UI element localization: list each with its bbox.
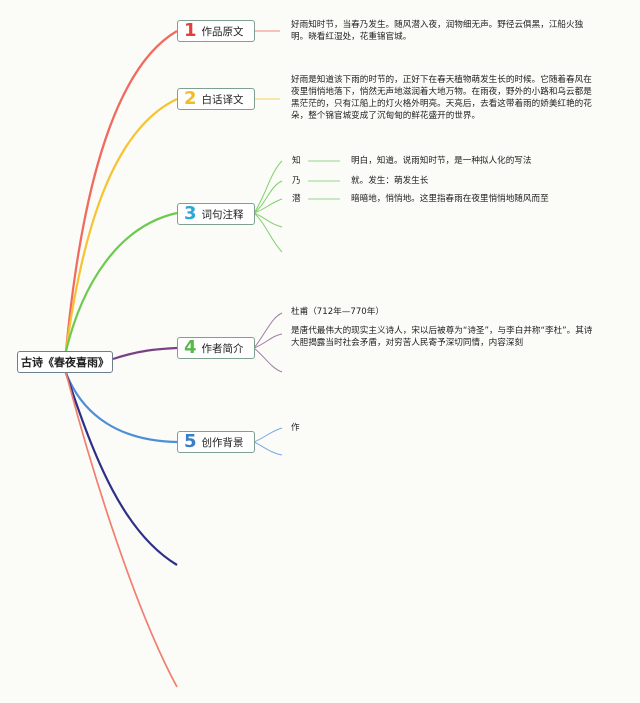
branch-3-fan-5 — [253, 212, 283, 253]
note-term-3: 潜 — [292, 194, 301, 204]
branch-number-3: 3 — [184, 203, 197, 224]
branch-node-4[interactable]: 4 作者简介 — [177, 337, 255, 359]
branch-4-fan-2 — [253, 333, 283, 349]
central-topic[interactable]: 古诗《春夜喜雨》 — [17, 351, 113, 373]
branch-4-connector — [112, 346, 178, 361]
branch-4-fan-3 — [253, 347, 283, 373]
branch-6-connector — [64, 372, 178, 566]
branch-2-text-line-3: 黑茫茫的，只有江船上的灯火格外明亮。天亮后，去看这带着雨的娇美红艳的花 — [291, 99, 592, 109]
branch-label-5: 创作背景 — [201, 436, 244, 449]
note-definition-3: 暗暗地，悄悄地。这里指春雨在夜里悄悄地随风而至 — [351, 194, 549, 204]
note-definition-2: 就。发生：萌发生长 — [351, 176, 429, 186]
branch-label-1: 作品原文 — [201, 25, 244, 38]
branch-3-fan-4 — [253, 212, 283, 228]
branch-label-2: 白话译文 — [201, 93, 244, 106]
branch-node-5[interactable]: 5 创作背景 — [177, 431, 255, 453]
branch-2-text: 好雨是知道该下雨的时节的，正好下在春天植物萌发生长的时候。它随着春风在 夜里悄悄… — [291, 74, 592, 122]
branch-5-connector — [64, 372, 178, 444]
branch-5-fan-2 — [253, 441, 283, 456]
branch-3-fan-1 — [253, 160, 283, 214]
branch-3-fan-3 — [253, 198, 283, 214]
branch-node-1[interactable]: 1 作品原文 — [177, 20, 255, 42]
note-term-1: 知 — [292, 156, 301, 166]
branch-node-2[interactable]: 2 白话译文 — [177, 88, 255, 110]
branch-node-3[interactable]: 3 词句注释 — [177, 203, 255, 225]
branch-2-text-line-1: 好雨是知道该下雨的时节的，正好下在春天植物萌发生长的时候。它随着春风在 — [291, 75, 592, 85]
branch-4-text: 是唐代最伟大的现实主义诗人，宋以后被尊为“诗圣”，与李白并称“李杜”。其诗 大胆… — [291, 325, 592, 349]
branch-4-fan-1 — [253, 312, 283, 349]
branch-2-text-line-4: 朵，整个锦官城变成了沉甸甸的鲜花盛开的世界。 — [291, 111, 481, 121]
branch-7-connector — [65, 372, 178, 688]
branch-number-2: 2 — [184, 88, 197, 109]
branch-label-3: 词句注释 — [201, 208, 244, 221]
branch-3-connector — [64, 211, 178, 352]
branch-3-fan-2 — [253, 180, 283, 214]
branch-2-text-line-2: 夜里悄悄地落下，悄然无声地滋润着大地万物。在雨夜，野外的小路和乌云都是 — [291, 87, 592, 97]
branch-number-5: 5 — [184, 431, 197, 452]
branch-1-connector — [64, 30, 178, 352]
branch-5-fan-1 — [253, 427, 283, 443]
branch-1-text: 好雨知时节，当春乃发生。随风潜入夜，润物细无声。野径云俱黑，江船火独 明。晓看红… — [291, 19, 583, 43]
note-definition-1: 明白，知道。说雨知时节，是一种拟人化的写法 — [351, 156, 532, 166]
author-name: 杜甫（712年—770年） — [291, 307, 384, 317]
branch-1-text-line-1: 好雨知时节，当春乃发生。随风潜入夜，润物细无声。野径云俱黑，江船火独 — [291, 20, 584, 30]
branch-4-text-line-1: 是唐代最伟大的现实主义诗人，宋以后被尊为“诗圣”，与李白并称“李杜”。其诗 — [291, 326, 593, 336]
branch-4-text-line-2: 大胆揭露当时社会矛盾，对穷苦人民寄予深切同情，内容深刻 — [291, 338, 524, 348]
branch-1-text-line-2: 明。晓看红湿处，花重锦官城。 — [291, 32, 412, 42]
branch-5-text: 作 — [291, 423, 300, 433]
branch-label-4: 作者简介 — [201, 342, 244, 355]
branch-2-connector — [64, 98, 178, 352]
branch-number-1: 1 — [184, 20, 197, 41]
branch-number-4: 4 — [184, 337, 197, 358]
note-term-2: 乃 — [292, 176, 301, 186]
